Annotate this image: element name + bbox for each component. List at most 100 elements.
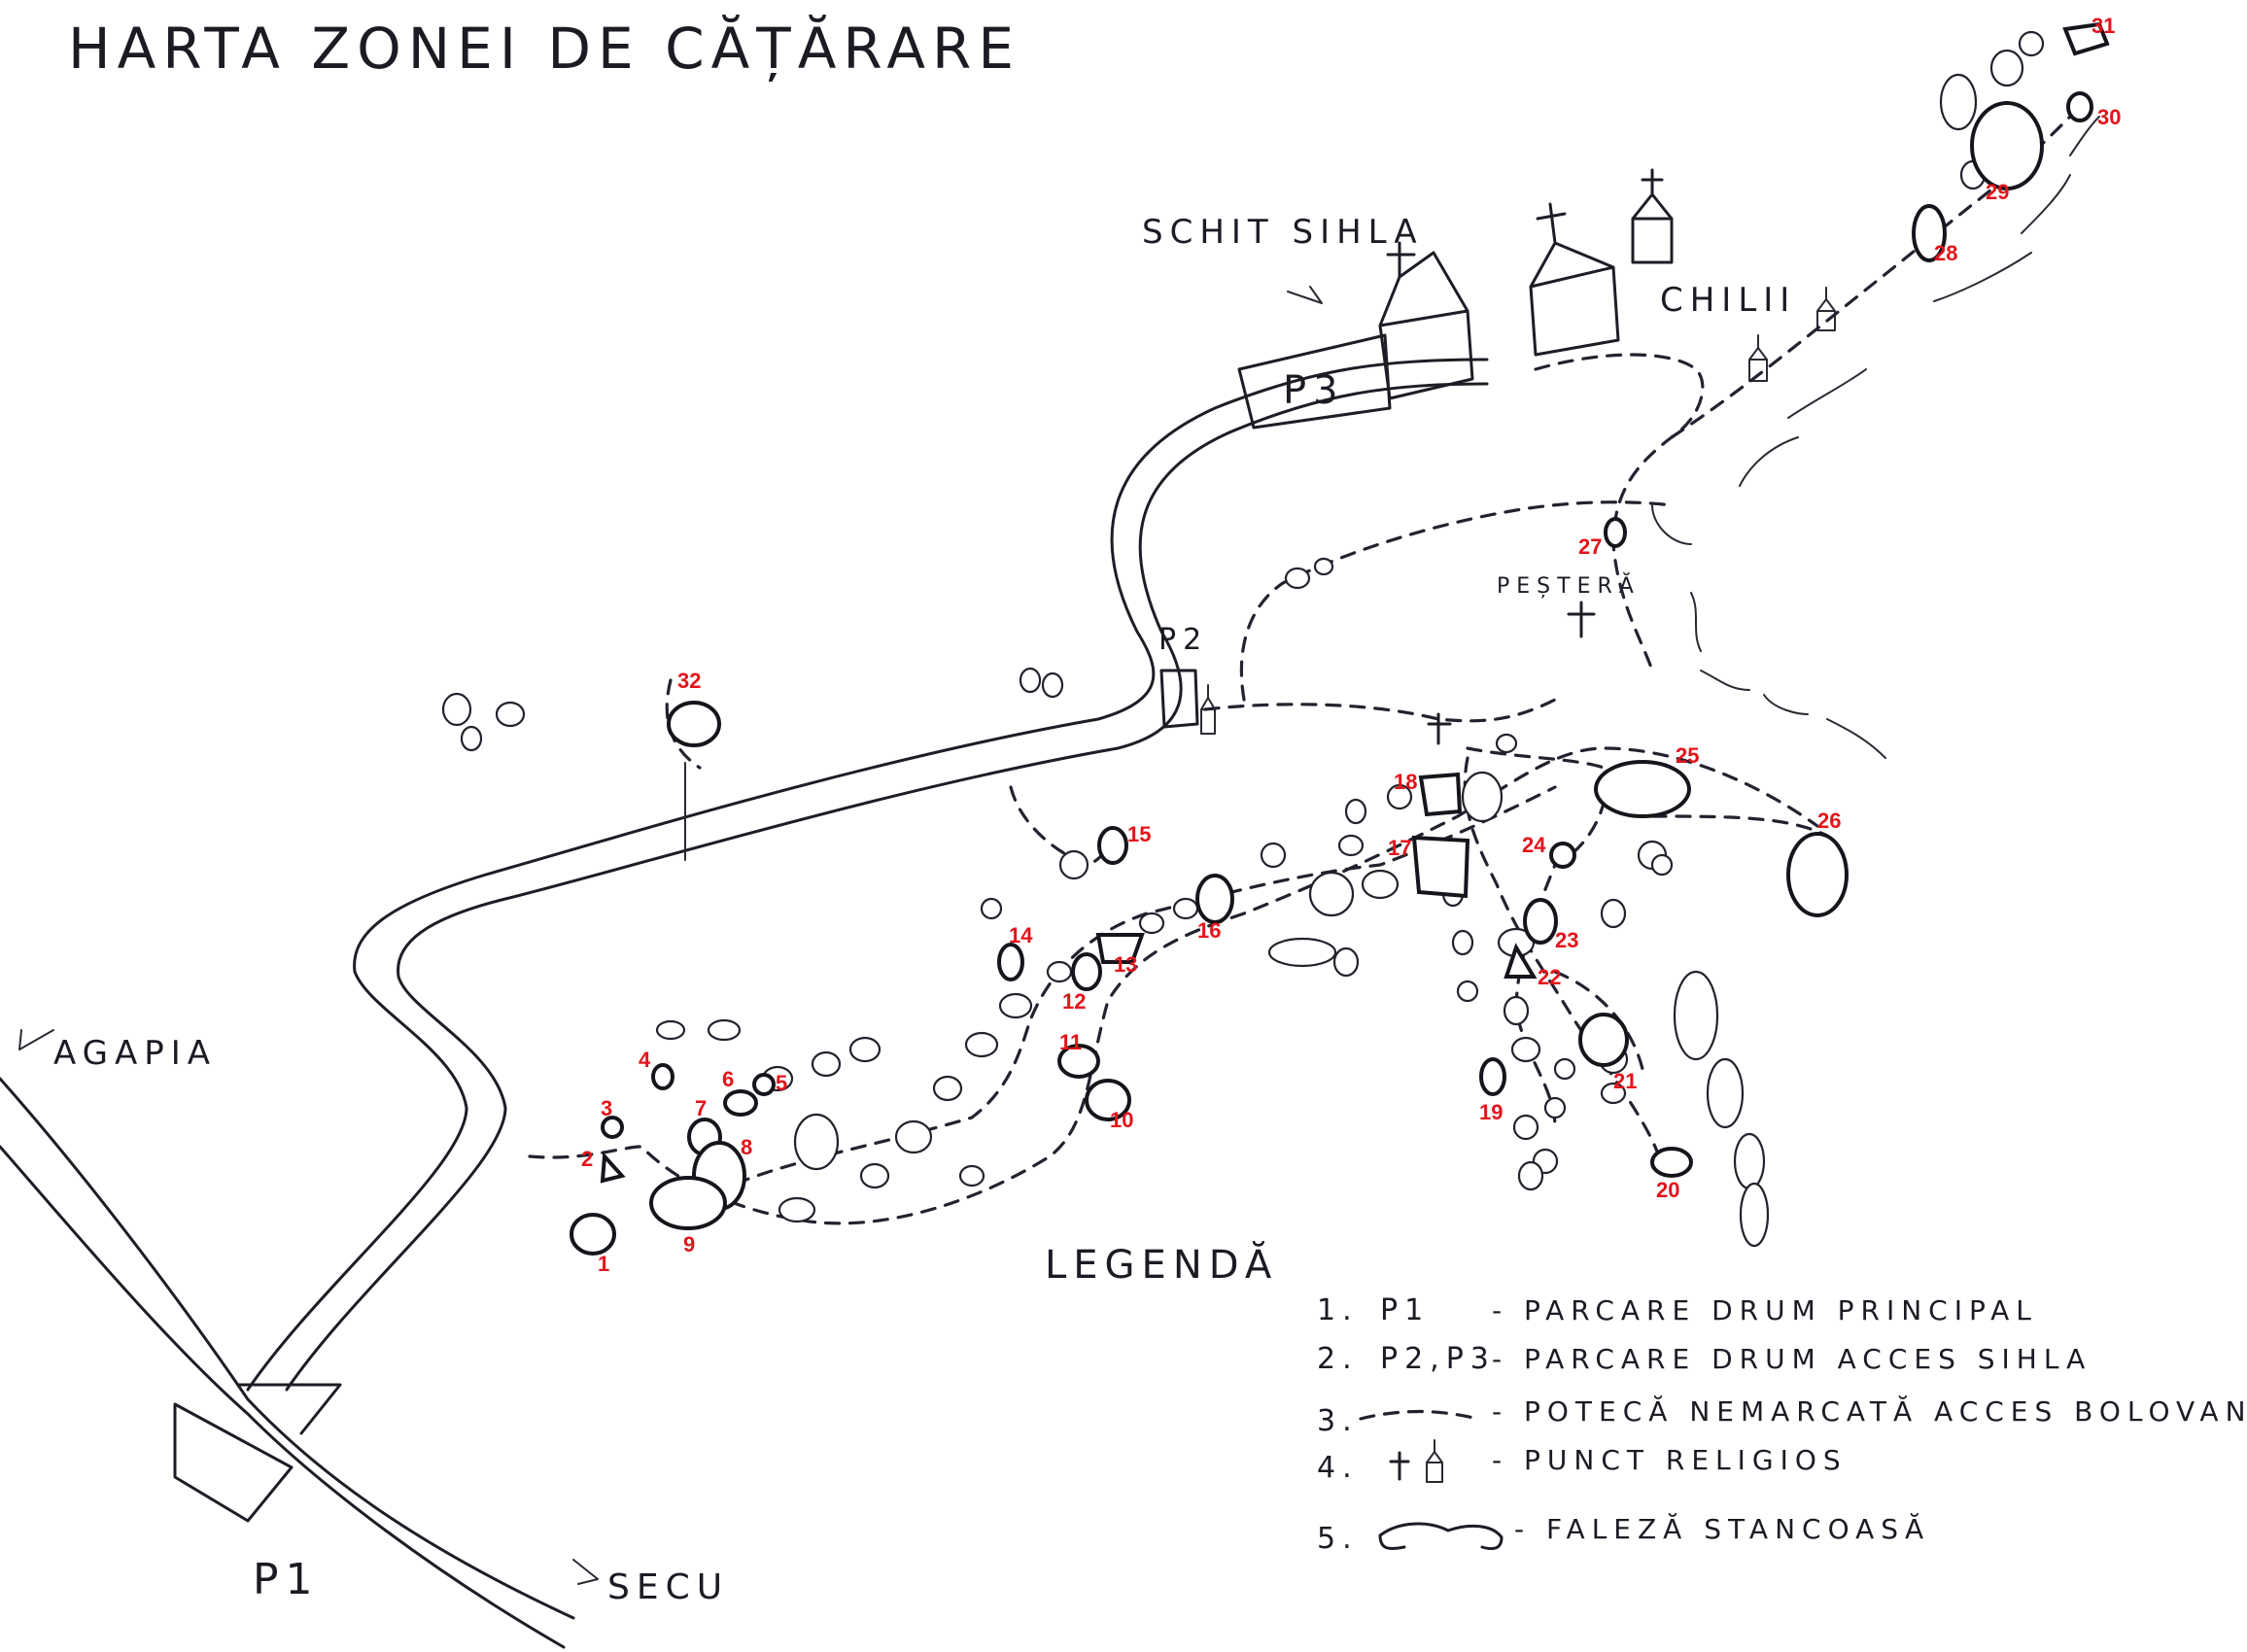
cliff-icon [2021, 116, 2100, 234]
boulder-17[interactable] [1411, 835, 1470, 899]
boulder-number: 10 [1110, 1108, 1133, 1132]
boulder-icon [1138, 912, 1165, 935]
boulder-icon [1650, 853, 1674, 877]
church-icon [1426, 1439, 1443, 1483]
boulder-24[interactable] [1549, 842, 1576, 869]
boulder-number: 22 [1538, 965, 1561, 989]
boulder-icon [859, 1162, 890, 1189]
pestera: PEȘTERĂ [1427, 572, 1641, 745]
legend-item-parking-sihla: 2. P2,P3 - PARCARE DRUM ACCES SIHLA [1317, 1342, 2091, 1376]
legend-symbol: P2,P3 [1380, 1342, 1496, 1376]
boulder-3[interactable] [601, 1116, 624, 1139]
boulder-icon [1284, 567, 1311, 590]
boulder-29[interactable] [1970, 101, 2044, 190]
boulder-18[interactable] [1418, 772, 1463, 817]
boulder-32[interactable] [667, 701, 721, 747]
boulder-number: 9 [683, 1232, 695, 1256]
boulder-9[interactable] [649, 1176, 727, 1230]
main-road [0, 1077, 575, 1649]
boulder-11[interactable] [1057, 1044, 1100, 1079]
legend-text: - POTECĂ NEMARCATĂ ACCES BOLOVANI [1492, 1394, 2247, 1428]
boulder-1[interactable] [570, 1213, 616, 1256]
direction-secu-label: SECU [607, 1567, 729, 1607]
legend-text: - FALEZĂ STANCOASĂ [1514, 1512, 1930, 1545]
parking-p2: P2 [1158, 623, 1216, 735]
access-road-sihla [246, 358, 1489, 1392]
boulder-2[interactable] [600, 1152, 626, 1184]
boulder-number: 25 [1676, 743, 1699, 768]
boulder-icon [1361, 869, 1400, 900]
cliff-icon [1733, 1132, 1766, 1190]
boulder-22[interactable] [1504, 943, 1538, 979]
church-icon [1378, 241, 1474, 400]
boulder-19[interactable] [1479, 1057, 1506, 1096]
boulder-icon [495, 701, 526, 728]
direction-agapia: AGAPIA [18, 1029, 217, 1073]
boulder-number: 1 [598, 1252, 609, 1276]
boulder-25[interactable] [1594, 760, 1691, 818]
boulder-number: 6 [722, 1067, 734, 1091]
cross-icon [1567, 601, 1596, 638]
boulder-icon [1939, 73, 1978, 131]
boulder-number: 8 [741, 1135, 752, 1159]
boulder-28[interactable] [1912, 204, 1947, 262]
boulder-number: 23 [1555, 928, 1578, 952]
boulder-number: 17 [1388, 836, 1411, 860]
boulder-icon [1332, 946, 1360, 978]
boulder-icon [1543, 1096, 1567, 1119]
parking-p3: P3 [1237, 333, 1392, 430]
boulder-20[interactable] [1650, 1147, 1693, 1178]
boulder-number: 4 [639, 1048, 651, 1072]
boulder-number: 16 [1197, 918, 1221, 943]
boulder-icon [460, 725, 483, 752]
cross-icon [1427, 712, 1452, 745]
direction-agapia-label: AGAPIA [53, 1034, 217, 1073]
legend-number: 3. [1317, 1404, 1359, 1438]
boulder-number: 3 [601, 1096, 612, 1120]
boulder-icon [894, 1119, 933, 1154]
boulder-12[interactable] [1071, 952, 1102, 991]
boulder-icon [1308, 871, 1355, 917]
boulder-6[interactable] [723, 1089, 758, 1117]
boulder-23[interactable] [1523, 898, 1558, 945]
legend-text: - PARCARE DRUM PRINCIPAL [1492, 1294, 2038, 1326]
boulder-4[interactable] [651, 1063, 674, 1090]
boulder-icon [1313, 557, 1334, 576]
schit-sihla: SCHIT SIHLA [1142, 213, 1474, 400]
boulder-icon [1503, 995, 1530, 1026]
boulder-number: 32 [677, 669, 701, 693]
boulder-icon [848, 1036, 882, 1063]
boulder-30[interactable] [2066, 91, 2093, 122]
boulder-icon [811, 1050, 842, 1078]
direction-secu: SECU [572, 1559, 729, 1607]
boulder-26[interactable] [1786, 832, 1849, 917]
legend-symbol: P1 [1380, 1293, 1430, 1327]
boulder-31[interactable] [2062, 21, 2110, 56]
boulder-21[interactable] [1578, 1013, 1629, 1067]
boulder-icon [2018, 30, 2045, 57]
boulder-10[interactable] [1085, 1079, 1131, 1121]
boulder-icon [1553, 1057, 1576, 1081]
boulder-numbers: 1 2 3 4 5 6 7 8 9 10 11 12 13 14 15 16 1… [581, 14, 2121, 1276]
boulder-number: 30 [2097, 105, 2121, 129]
boulder-icon [1989, 49, 2024, 87]
boulder-icon [707, 1018, 742, 1042]
church-icon [1816, 287, 1836, 331]
boulder-number: 14 [1009, 923, 1033, 947]
arrow-icon [1287, 286, 1323, 304]
boulder-icon [793, 1113, 840, 1171]
boulder-15[interactable] [1097, 826, 1128, 865]
legend-number: 1. [1317, 1293, 1359, 1327]
boulder-5[interactable] [752, 1073, 776, 1096]
legend-text: - PARCARE DRUM ACCES SIHLA [1492, 1343, 2091, 1375]
boulder-27[interactable] [1604, 517, 1627, 548]
boulder-16[interactable] [1195, 874, 1234, 924]
boulder-number: 15 [1127, 822, 1151, 846]
legend-item-cliff: 5. - FALEZĂ STANCOASĂ [1317, 1512, 1930, 1556]
cross-icon [1389, 1451, 1410, 1481]
pestera-label: PEȘTERĂ [1497, 572, 1641, 599]
boulder-icon [980, 897, 1003, 920]
boulder-14[interactable] [997, 943, 1024, 981]
church-icon [1748, 334, 1768, 382]
boulder-13[interactable] [1095, 933, 1145, 964]
